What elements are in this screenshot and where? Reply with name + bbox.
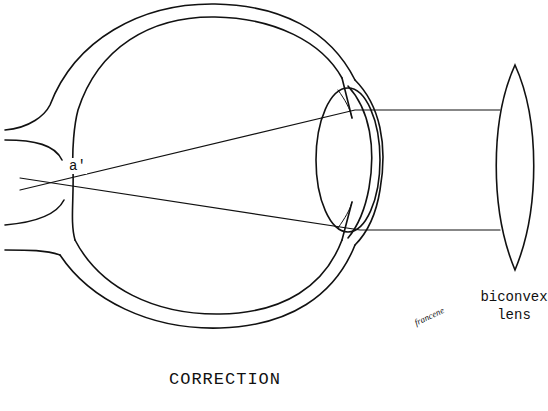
optic-nerve (5, 250, 60, 255)
caption: CORRECTION (100, 370, 350, 389)
retina-outline (75, 240, 342, 314)
iris (342, 78, 352, 240)
point-label: a' (68, 158, 87, 174)
sclera-outline (60, 245, 355, 328)
optic-nerve (5, 140, 62, 160)
lens-label: biconvex lens (466, 288, 548, 324)
light-ray (20, 178, 500, 230)
sclera-outline (5, 4, 355, 130)
signature: francene (413, 305, 446, 327)
optic-nerve (5, 200, 64, 225)
light-ray (20, 110, 500, 190)
biconvex-lens (496, 65, 534, 270)
